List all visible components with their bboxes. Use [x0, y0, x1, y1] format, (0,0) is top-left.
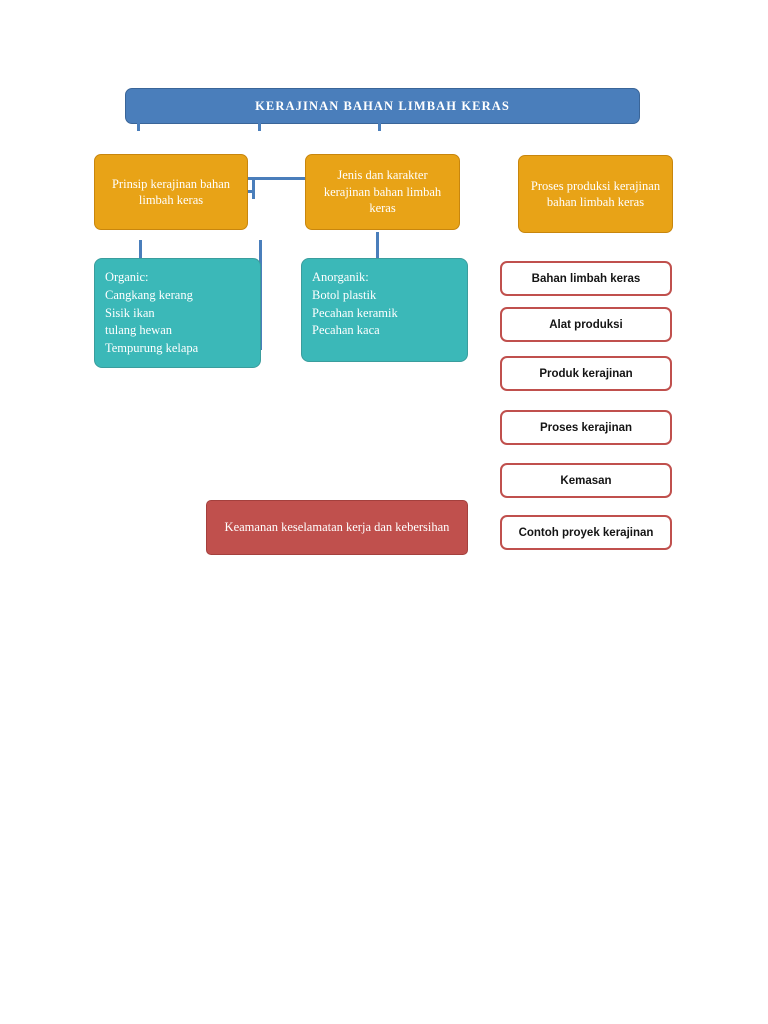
process-item-proses-kerajinan[interactable]: Proses kerajinan — [500, 410, 672, 445]
connector-branch1-drop-right — [252, 177, 255, 199]
list-item: Sisik ikan — [105, 305, 155, 320]
connector-branch1-branch2-horizontal — [203, 177, 379, 180]
footer-node-keamanan[interactable]: Keamanan keselamatan kerja dan kebersiha… — [206, 500, 468, 555]
list-item: Cangkang kerang — [105, 287, 193, 302]
list-item: Tempurung kelapa — [105, 341, 199, 355]
detail-node-organic[interactable]: Organic: Cangkang kerang Sisik ikan tula… — [94, 258, 261, 368]
connector-title-stub-1 — [137, 122, 140, 131]
diagram-title: KERAJINAN BAHAN LIMBAH KERAS — [125, 88, 640, 124]
connector-title-stub-3 — [378, 122, 381, 131]
list-item: Botol plastik — [312, 287, 377, 302]
process-item-produk-kerajinan[interactable]: Produk kerajinan — [500, 356, 672, 391]
detail-heading: Organic: — [105, 270, 149, 284]
process-item-alat-produksi[interactable]: Alat produksi — [500, 307, 672, 342]
process-item-bahan-limbah-keras[interactable]: Bahan limbah keras — [500, 261, 672, 296]
detail-node-anorganik[interactable]: Anorganik: Botol plastik Pecahan keramik… — [301, 258, 468, 362]
branch-node-prinsip[interactable]: Prinsip kerajinan bahan limbah keras — [94, 154, 248, 230]
list-item: tulang hewan — [105, 323, 172, 338]
process-item-kemasan[interactable]: Kemasan — [500, 463, 672, 498]
detail-heading: Anorganik: — [312, 270, 369, 284]
list-item: Pecahan kaca — [312, 323, 380, 338]
detail-list-anorganik: Anorganik: Botol plastik Pecahan keramik… — [312, 269, 398, 340]
process-item-contoh-proyek-kerajinan[interactable]: Contoh proyek kerajinan — [500, 515, 672, 550]
branch-node-jenis-karakter[interactable]: Jenis dan karakter kerajinan bahan limba… — [305, 154, 460, 230]
list-item: Pecahan keramik — [312, 305, 398, 320]
detail-list-organic: Organic: Cangkang kerang Sisik ikan tula… — [105, 269, 198, 358]
connector-branch2-to-detail2 — [376, 232, 379, 274]
connector-title-stub-2 — [258, 122, 261, 131]
branch-node-proses-produksi[interactable]: Proses produksi kerajinan bahan limbah k… — [518, 155, 673, 233]
